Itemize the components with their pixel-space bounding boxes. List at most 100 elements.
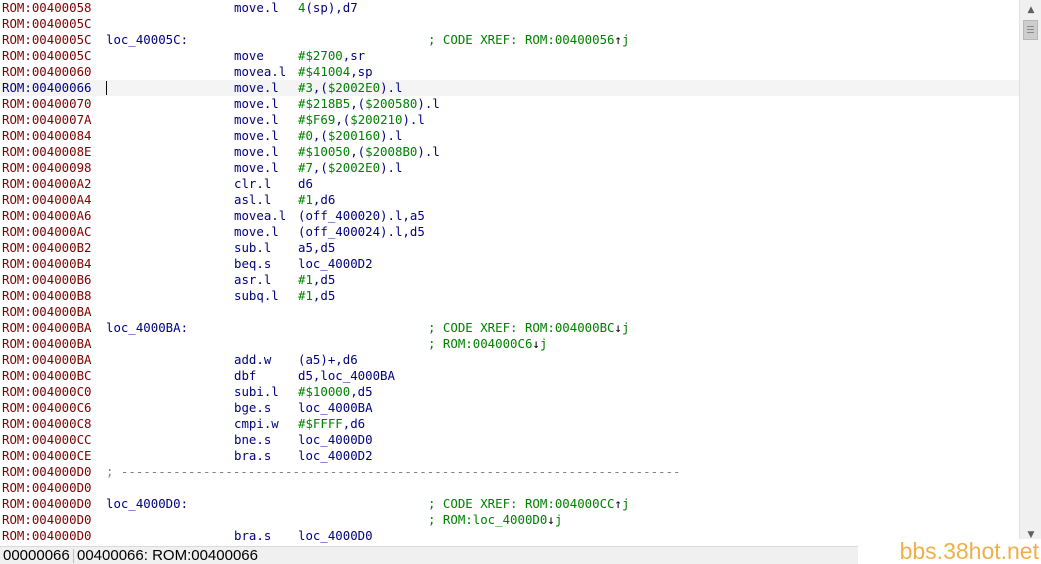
operand-text: ).l <box>417 96 440 111</box>
instruction-operands[interactable]: (off_400024).l,d5 <box>298 224 425 240</box>
instruction-operands[interactable]: a5,d5 <box>298 240 335 256</box>
instruction-mnemonic: bge.s <box>234 400 272 415</box>
operand-text: ).l <box>380 128 403 143</box>
instruction-operands[interactable]: #$10000,d5 <box>298 384 373 400</box>
comment-text: ; ROM:004000C6 <box>428 336 533 351</box>
instruction-operands[interactable]: #$F69,($200210).l <box>298 112 425 128</box>
scrollbar-thumb[interactable] <box>1023 20 1038 40</box>
line-address: ROM:004000D0 <box>2 512 92 527</box>
line-address: ROM:00400060 <box>2 64 92 79</box>
instruction-mnemonic: move.l <box>234 160 279 175</box>
line-address: ROM:00400084 <box>2 128 92 143</box>
scroll-up-icon[interactable]: ▲ <box>1027 5 1035 15</box>
instruction-operands[interactable]: #1,d5 <box>298 288 335 304</box>
xref-comment[interactable]: ; ROM:004000C6↓j <box>428 336 547 352</box>
instruction-operands[interactable]: 4(sp),d7 <box>298 0 358 16</box>
instruction-operands[interactable]: d5,loc_4000BA <box>298 368 395 384</box>
line-address: ROM:004000D0 <box>2 496 92 511</box>
comment-text: ; CODE XREF: ROM:004000BC <box>428 320 615 335</box>
instruction-operands[interactable]: #$FFFF,d6 <box>298 416 365 432</box>
listing-line[interactable]: ROM:004000D0 loc_4000D0: ; CODE XREF: ROM:… <box>0 496 1019 512</box>
numeric-literal: #$10000 <box>298 384 351 399</box>
operand-text: loc_4000D2 <box>298 256 373 271</box>
instruction-operands[interactable]: #1,d6 <box>298 192 335 208</box>
vertical-scrollbar[interactable]: ▲ ▼ <box>1019 0 1041 546</box>
operand-text: ,( <box>350 144 366 159</box>
listing-line[interactable]: ROM:004000D0 <box>0 480 1019 496</box>
xref-comment[interactable]: ; CODE XREF: ROM:004000BC↓j <box>428 320 629 336</box>
code-label[interactable]: loc_40005C: <box>106 32 189 47</box>
instruction-operands[interactable]: #$41004,sp <box>298 64 373 80</box>
code-label[interactable]: loc_4000BA: <box>106 320 189 335</box>
operand-text: ,sr <box>342 48 366 63</box>
instruction-operands[interactable]: d6 <box>298 176 313 192</box>
status-file-offset: 00000066 <box>3 547 70 564</box>
separator-line: ; --------------------------------------… <box>106 464 681 479</box>
numeric-literal: #1 <box>298 192 313 207</box>
line-address: ROM:00400066 <box>2 80 92 95</box>
operand-text: d6 <box>298 176 313 191</box>
line-address: ROM:004000B6 <box>2 272 92 287</box>
line-address: ROM:004000BA <box>2 352 92 367</box>
instruction-mnemonic: bne.s <box>234 432 272 447</box>
instruction-operands[interactable]: loc_4000D2 <box>298 448 373 464</box>
instruction-operands[interactable]: #3,($2002E0).l <box>298 80 402 96</box>
code-label[interactable]: loc_4000D0: <box>106 496 189 511</box>
instruction-operands[interactable]: (a5)+,d6 <box>298 352 358 368</box>
scroll-down-icon[interactable]: ▼ <box>1027 530 1035 540</box>
operand-text: ,sp <box>350 64 373 79</box>
xref-comment[interactable]: ; CODE XREF: ROM:004000CC↑j <box>428 496 629 512</box>
listing-line[interactable]: ROM:004000BA <box>0 304 1019 320</box>
xref-comment[interactable]: ; CODE XREF: ROM:00400056↑j <box>428 32 629 48</box>
instruction-operands[interactable]: loc_4000D0 <box>298 528 373 544</box>
instruction-operands[interactable]: loc_4000BA <box>298 400 373 416</box>
operand-text: ,( <box>312 128 328 143</box>
xref-comment[interactable]: ; ROM:loc_4000D0↓j <box>428 512 562 528</box>
listing-line[interactable]: ROM:004000D0; --------------------------… <box>0 464 1019 480</box>
instruction-operands[interactable]: (off_400020).l,a5 <box>298 208 425 224</box>
instruction-operands[interactable]: #7,($2002E0).l <box>298 160 402 176</box>
listing-line[interactable]: ROM:004000C6 bge.s loc_4000BA <box>0 400 1019 416</box>
instruction-operands[interactable]: loc_4000D2 <box>298 256 373 272</box>
operand-text: ,( <box>312 80 328 95</box>
instruction-operands[interactable]: #1,d5 <box>298 272 335 288</box>
instruction-operands[interactable]: #$10050,($2008B0).l <box>298 144 440 160</box>
instruction-operands[interactable]: #$218B5,($200580).l <box>298 96 440 112</box>
listing-line[interactable]: ROM:0040005C <box>0 16 1019 32</box>
instruction-operands[interactable]: #0,($200160).l <box>298 128 402 144</box>
listing-line[interactable]: ROM:004000BA; ROM:004000C6↓j <box>0 336 1019 352</box>
listing-line[interactable]: ROM:004000D0 ; ROM:loc_4000D0↓j <box>0 512 1019 528</box>
instruction-operands[interactable]: loc_4000D0 <box>298 432 373 448</box>
line-address: ROM:004000C6 <box>2 400 92 415</box>
instruction-mnemonic: move <box>234 48 264 63</box>
instruction-operands[interactable]: #$2700,sr <box>298 48 365 64</box>
instruction-mnemonic: dbf <box>234 368 257 383</box>
